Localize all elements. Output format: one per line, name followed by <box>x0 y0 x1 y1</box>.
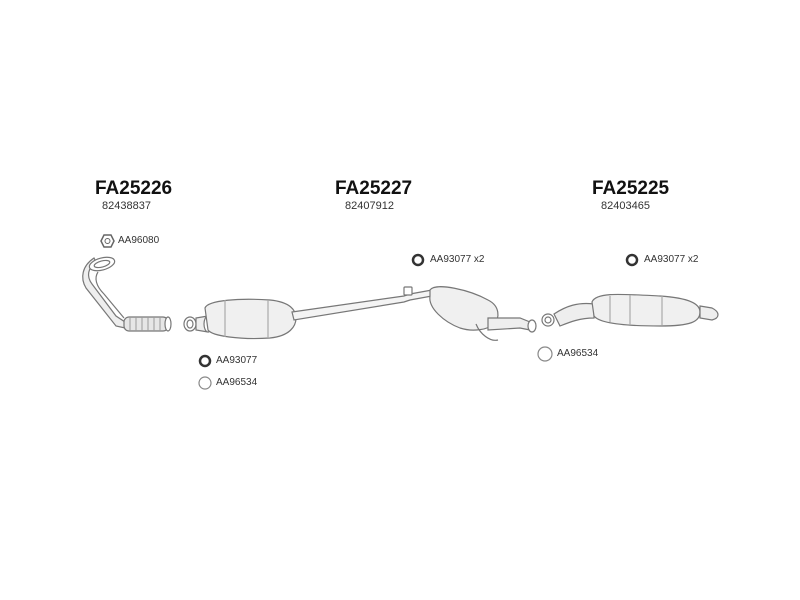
rear-silencer-drawing <box>541 293 719 327</box>
front-clamp-icon <box>198 354 212 368</box>
oem-number-front: 82438837 <box>102 200 151 212</box>
front-gasket-icon <box>198 376 212 390</box>
rear-clamp-icon <box>625 253 639 267</box>
rear-gasket-label: AA96534 <box>557 348 599 359</box>
front-ring-label: AA96080 <box>118 235 160 246</box>
front-ring-icon <box>100 234 115 248</box>
front-gasket-label: AA96534 <box>216 377 258 388</box>
rear-clamp-label: AA93077 x2 <box>644 254 699 265</box>
oem-number-rear: 82403465 <box>601 200 650 212</box>
rear-gasket-icon <box>537 346 553 362</box>
middle-pipe-drawing <box>183 286 537 341</box>
part-code-front: FA25226 <box>95 178 173 199</box>
part-code-middle: FA25227 <box>335 178 413 199</box>
oem-number-middle: 82407912 <box>345 200 394 212</box>
front-clamp-label: AA93077 <box>216 355 258 366</box>
part-code-rear: FA25225 <box>592 178 670 199</box>
mid-clamp-icon <box>411 253 425 267</box>
mid-clamp-label: AA93077 x2 <box>430 254 485 265</box>
front-pipe-drawing <box>82 256 172 332</box>
